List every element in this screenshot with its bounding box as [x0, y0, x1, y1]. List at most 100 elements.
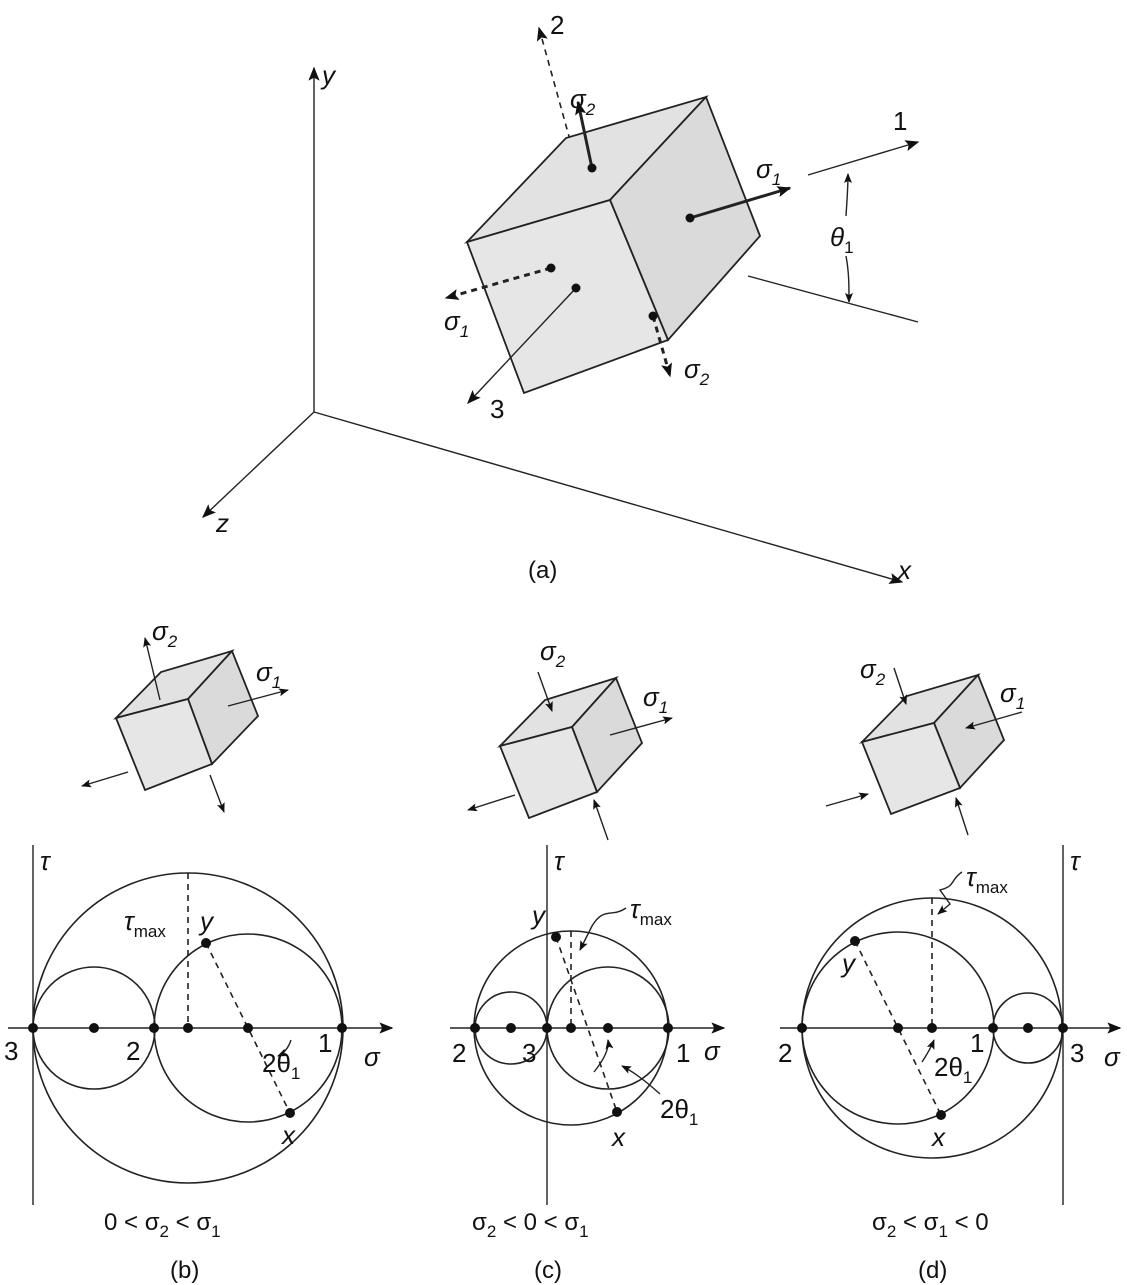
condition-d: σ2 < σ1 < 0 — [872, 1209, 989, 1241]
sigma1-arrow — [825, 792, 869, 807]
sigma1-arrow — [227, 688, 289, 707]
point-3 — [1058, 1023, 1068, 1033]
caption-d: (d) — [918, 1257, 947, 1284]
point — [685, 213, 695, 223]
sigma1-label: σ1 — [643, 682, 668, 717]
sigma2-bottom-label: σ2 — [684, 354, 710, 389]
tau-max-label: τmax — [124, 906, 166, 941]
sigma-axis-label: σ — [364, 1042, 381, 1072]
sigma1-left-arrow — [444, 266, 552, 300]
point-2 — [149, 1023, 159, 1033]
tau-max-leader — [937, 871, 963, 915]
tau-max-label: τmax — [630, 894, 672, 929]
theta1-arc-lower — [844, 255, 853, 303]
point — [571, 283, 581, 293]
caption-b: (b) — [170, 1257, 199, 1284]
sigma1-label: σ1 — [1000, 678, 1025, 713]
sigma2-arrow — [143, 637, 161, 701]
tau-axis-label: τ — [40, 846, 52, 876]
point-1 — [663, 1023, 673, 1033]
label-2: 2 — [126, 1036, 140, 1066]
label-x: x — [930, 1122, 946, 1152]
label-1: 1 — [318, 1028, 332, 1058]
angle-arc — [277, 1039, 292, 1057]
sigma1-arrow — [965, 711, 1023, 730]
sigma2-label: σ2 — [860, 654, 886, 689]
x-axis — [313, 411, 904, 584]
panel-a-caption: (a) — [528, 557, 557, 584]
cube-c: σ2 σ1 — [467, 636, 673, 841]
center-point — [89, 1023, 99, 1033]
sigma1-arrow — [81, 771, 129, 788]
condition-b: 0 < σ2 < σ1 — [104, 1209, 221, 1241]
center-point — [893, 1023, 903, 1033]
sigma2-arrow — [537, 671, 553, 712]
diameter-line — [205, 942, 291, 1114]
angle-leader — [621, 1065, 661, 1095]
angle-arc — [921, 1039, 935, 1063]
point — [587, 163, 597, 173]
point-3 — [28, 1023, 38, 1033]
sigma2-label: σ2 — [540, 636, 566, 671]
label-3: 3 — [4, 1036, 18, 1066]
axis-1-label: 1 — [893, 106, 907, 136]
theta1-label: θ1 — [830, 222, 854, 257]
label-y: y — [530, 900, 547, 930]
sigma2-top-label: σ2 — [570, 84, 596, 119]
axis-2-label: 2 — [550, 10, 564, 40]
sigma1-right-label: σ1 — [756, 154, 781, 189]
point-3 — [542, 1023, 552, 1033]
tau-max-leader — [579, 907, 627, 951]
sigma2-label: σ2 — [152, 616, 178, 651]
point-y — [551, 932, 561, 942]
mohr-circle-c: τ σ 2 3 1 y x τmax 2θ1 σ2 < 0 < σ1 (c) — [450, 845, 726, 1284]
point-2 — [797, 1023, 807, 1033]
label-x: x — [280, 1120, 296, 1150]
point-y — [850, 936, 860, 946]
panel-a: y x z 2 3 σ2 σ1 σ1 σ2 1 — [201, 10, 920, 585]
point-1 — [337, 1023, 347, 1033]
point-1 — [988, 1023, 998, 1033]
axis-2-arrow — [536, 26, 571, 141]
sigma2-arrow — [954, 797, 969, 836]
point-x — [612, 1107, 622, 1117]
center-point — [927, 1023, 937, 1033]
axis-3-label: 3 — [490, 394, 504, 424]
x-axis-label: x — [896, 555, 912, 585]
sigma2-top-arrow — [575, 100, 594, 169]
z-axis-label: z — [215, 508, 229, 538]
y-axis-label: y — [320, 60, 337, 90]
two-theta-label: 2θ1 — [262, 1048, 300, 1083]
theta1-arc-upper — [843, 173, 852, 217]
sigma1-arrow — [467, 794, 516, 812]
point — [546, 263, 556, 273]
mohr-circle-d: τ σ 2 1 3 y x τmax 2θ1 σ2 < σ1 < 0 (d) — [778, 845, 1122, 1284]
point-y — [201, 938, 211, 948]
condition-c: σ2 < 0 < σ1 — [472, 1209, 589, 1241]
label-3: 3 — [522, 1038, 536, 1068]
center-point — [183, 1023, 193, 1033]
point-x — [936, 1110, 946, 1120]
sigma2-arrow — [593, 799, 609, 841]
label-2: 2 — [778, 1038, 792, 1068]
center-point — [566, 1023, 576, 1033]
point-x — [285, 1108, 295, 1118]
tau-max-label: τmax — [966, 862, 1008, 897]
sigma2-arrow — [209, 774, 225, 813]
tau-axis-label: τ — [1070, 846, 1082, 876]
z-axis — [201, 411, 315, 518]
sigma-axis-label: σ — [1104, 1042, 1121, 1072]
label-y: y — [840, 948, 857, 978]
label-x: x — [610, 1122, 626, 1152]
axis-3-arrow — [467, 287, 577, 405]
diameter-line — [555, 936, 618, 1113]
two-theta-label: 2θ1 — [934, 1052, 972, 1087]
cube-b: σ2 σ1 — [81, 616, 289, 813]
cube-d: σ2 σ1 — [825, 654, 1025, 836]
label-2: 2 — [452, 1038, 466, 1068]
label-1: 1 — [676, 1038, 690, 1068]
label-1: 1 — [970, 1028, 984, 1058]
center-point — [1023, 1023, 1033, 1033]
label-3: 3 — [1070, 1038, 1084, 1068]
